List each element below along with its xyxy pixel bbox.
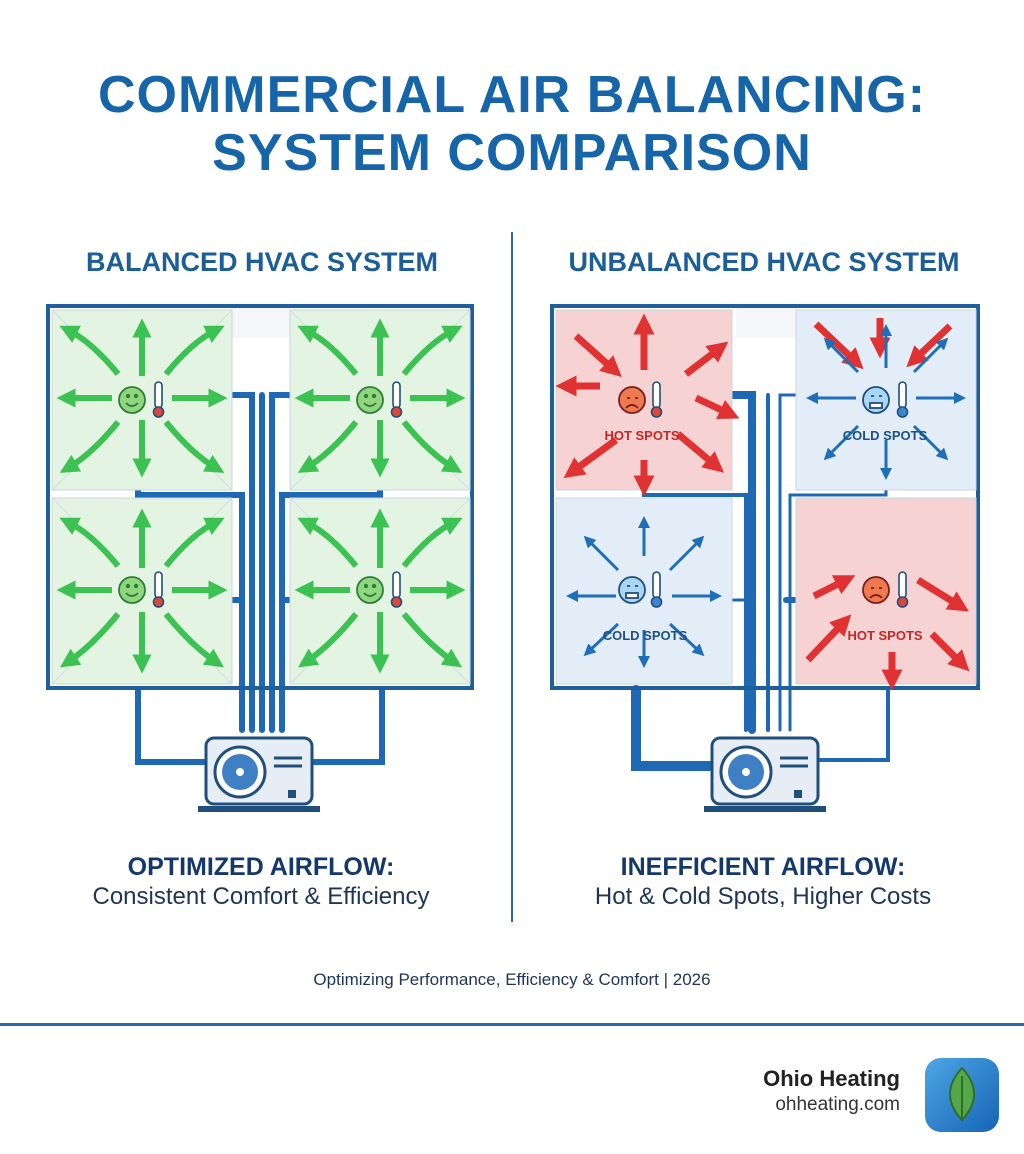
page-title-line-1: COMMERCIAL AIR BALANCING: (97, 66, 927, 124)
leaf-logo-icon (925, 1058, 999, 1132)
cold-face-icon (618, 386, 890, 604)
balanced-heading: BALANCED HVAC SYSTEM (85, 247, 438, 277)
hot-spots-label-top-left: HOT SPOTS (604, 428, 680, 443)
hot-spots-label-bottom-right: HOT SPOTS (847, 628, 923, 643)
airflow-arrows-blue (566, 324, 966, 668)
thermometer-icon (152, 381, 403, 608)
fan-unit-icon (704, 736, 826, 812)
unbalanced-caption-title: INEFFICIENT AIRFLOW: (620, 853, 906, 881)
page-title-line-2: SYSTEM COMPARISON (212, 124, 812, 182)
unbalanced-caption-text: Hot & Cold Spots, Higher Costs (594, 883, 932, 910)
airflow-arrows-green (56, 318, 466, 674)
fan-unit-icon (198, 736, 320, 812)
airflow-arrows-red (555, 313, 970, 691)
balanced-caption-text: Consistent Comfort & Efficiency (92, 883, 430, 910)
center-divider (511, 232, 513, 922)
building-walls (550, 304, 980, 690)
brand-name: Ohio Heating (763, 1066, 900, 1091)
footer-note: Optimizing Performance, Efficiency & Com… (313, 970, 711, 989)
balanced-floorplan (46, 304, 474, 812)
hot-face-icon (618, 386, 890, 604)
thermometer-icon (650, 381, 909, 608)
unbalanced-heading: UNBALANCED HVAC SYSTEM (568, 247, 960, 277)
building-walls (46, 304, 474, 690)
footer-divider (0, 1023, 1024, 1026)
balanced-caption-title: OPTIMIZED AIRFLOW: (127, 853, 395, 881)
brand-url[interactable]: ohheating.com (775, 1094, 900, 1115)
cold-spots-label-bottom-left: COLD SPOTS (602, 628, 688, 643)
brand-block[interactable]: Ohio Heating ohheating.com (763, 1066, 900, 1116)
smiley-face-icon (118, 386, 384, 604)
unbalanced-floorplan (550, 304, 980, 812)
cold-spots-label-top-right: COLD SPOTS (842, 428, 928, 443)
